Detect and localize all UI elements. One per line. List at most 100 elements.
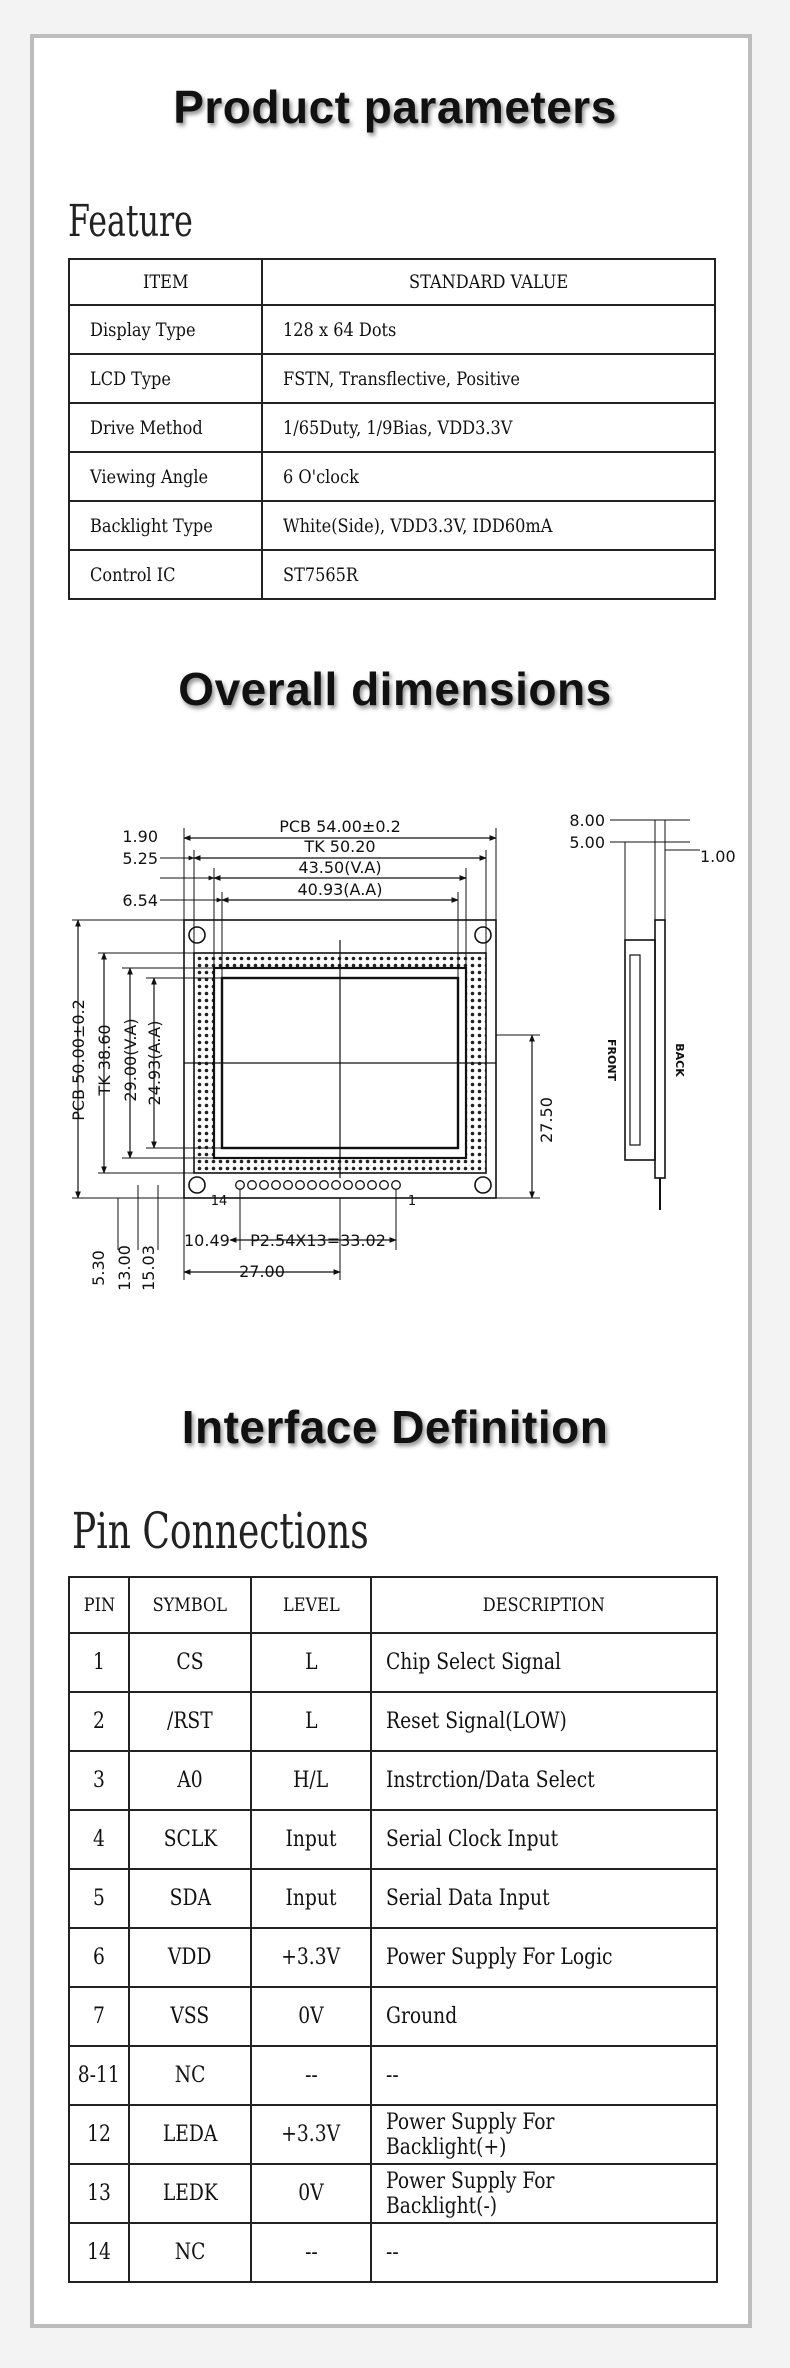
- pin-level: Input: [250, 1868, 372, 1929]
- pin-level: H/L: [250, 1750, 372, 1811]
- interface-definition-heading: Interface Definition: [181, 1401, 609, 1453]
- feature-item: Control IC: [68, 549, 263, 600]
- pin-number: 5: [68, 1868, 130, 1929]
- pin-number: 13: [68, 2163, 130, 2224]
- dim-5-30: 5.30: [89, 1250, 108, 1286]
- dim-va-height: 29.00(V.A): [121, 1018, 140, 1101]
- dimension-drawing: PCB 54.00±0.2 TK 50.20 43.50(V.A) 40.93(…: [69, 811, 736, 1291]
- pin-level: --: [250, 2222, 372, 2283]
- dim-27-50: 27.50: [537, 1097, 556, 1143]
- table-row: Control IC ST7565R: [68, 549, 716, 600]
- side-view-pcb: [654, 919, 666, 1179]
- side-view-module: [624, 939, 656, 1161]
- feature-item: Backlight Type: [68, 500, 263, 551]
- pin-number: 12: [68, 2104, 130, 2165]
- pin-symbol: LEDK: [128, 2163, 252, 2224]
- pin-description: Reset Signal(LOW): [370, 1691, 718, 1752]
- feature-value: FSTN, Transflective, Positive: [261, 353, 716, 404]
- product-parameters-heading: Product parameters: [173, 81, 617, 133]
- pin-description: Serial Data Input: [370, 1868, 718, 1929]
- pin-number: 1: [68, 1632, 130, 1693]
- pin-level: L: [250, 1632, 372, 1693]
- pin-level: 0V: [250, 2163, 372, 2224]
- dim-tk-width: TK 50.20: [303, 837, 375, 856]
- pin-number: 6: [68, 1927, 130, 1988]
- dim-pitch: P2.54X13=33.02: [250, 1231, 386, 1250]
- pin-number: 14: [68, 2222, 130, 2283]
- pin-symbol: SDA: [128, 1868, 252, 1929]
- feature-item: Display Type: [68, 304, 263, 355]
- dim-va-width: 43.50(V.A): [298, 858, 381, 877]
- pin-connections-title: Pin Connections: [72, 1502, 369, 1560]
- pin-header-symbol: SYMBOL: [128, 1576, 252, 1634]
- pin-description: Instrction/Data Select: [370, 1750, 718, 1811]
- pin-header-description: DESCRIPTION: [370, 1576, 718, 1634]
- feature-item: Drive Method: [68, 402, 263, 453]
- pin-symbol: VDD: [128, 1927, 252, 1988]
- pin-level: Input: [250, 1809, 372, 1870]
- feature-item: Viewing Angle: [68, 451, 263, 502]
- mount-hole-icon: [188, 1176, 206, 1194]
- dim-aa-width: 40.93(A.A): [298, 880, 383, 899]
- feature-value: 128 x 64 Dots: [261, 304, 716, 355]
- dim-15-03: 15.03: [139, 1245, 158, 1291]
- pin-level: 0V: [250, 1986, 372, 2047]
- pin-number: 8-11: [68, 2045, 130, 2106]
- dim-tk-height: TK 38.60: [95, 1024, 114, 1096]
- table-row: 5 SDA Input Serial Data Input: [68, 1868, 718, 1929]
- pin-table: PIN SYMBOL LEVEL DESCRIPTION 1 CS L Chip…: [68, 1576, 718, 2283]
- dim-13-00: 13.00: [115, 1245, 134, 1291]
- pin-number: 7: [68, 1986, 130, 2047]
- pin-description: Power Supply For Logic: [370, 1927, 718, 1988]
- pin-level: +3.3V: [250, 1927, 372, 1988]
- pin-symbol: NC: [128, 2045, 252, 2106]
- table-row: 1 CS L Chip Select Signal: [68, 1632, 718, 1693]
- pin-1-label: 1: [408, 1194, 416, 1209]
- feature-value: 1/65Duty, 1/9Bias, VDD3.3V: [261, 402, 716, 453]
- front-label: FRONT: [605, 1039, 618, 1082]
- pin-description: Serial Clock Input: [370, 1809, 718, 1870]
- dim-8-00: 8.00: [569, 811, 605, 830]
- feature-value: White(Side), VDD3.3V, IDD60mA: [261, 500, 716, 551]
- dim-1-90: 1.90: [122, 827, 158, 846]
- pin-description: --: [370, 2222, 718, 2283]
- pin-description: Power Supply For Backlight(-): [370, 2163, 718, 2224]
- table-row: LCD Type FSTN, Transflective, Positive: [68, 353, 716, 404]
- overall-dimensions-heading: Overall dimensions: [178, 663, 612, 715]
- dim-5-00: 5.00: [569, 833, 605, 852]
- pin-symbol: CS: [128, 1632, 252, 1693]
- pin-number: 4: [68, 1809, 130, 1870]
- dim-1-00: 1.00: [700, 847, 736, 866]
- pin-description: Ground: [370, 1986, 718, 2047]
- table-row: Backlight Type White(Side), VDD3.3V, IDD…: [68, 500, 716, 551]
- table-row: 6 VDD +3.3V Power Supply For Logic: [68, 1927, 718, 1988]
- mount-hole-icon: [188, 926, 206, 944]
- table-row: Viewing Angle 6 O'clock: [68, 451, 716, 502]
- pin-header-row: PIN SYMBOL LEVEL DESCRIPTION: [68, 1576, 718, 1634]
- dim-27-00: 27.00: [239, 1262, 285, 1281]
- table-row: 4 SCLK Input Serial Clock Input: [68, 1809, 718, 1870]
- dim-pcb-height: PCB 50.00±0.2: [69, 999, 88, 1121]
- pin-level: --: [250, 2045, 372, 2106]
- pin-header-level: LEVEL: [250, 1576, 372, 1634]
- dim-6-54: 6.54: [122, 891, 158, 910]
- pin-description: --: [370, 2045, 718, 2106]
- feature-header-value: STANDARD VALUE: [261, 258, 716, 306]
- table-row: Drive Method 1/65Duty, 1/9Bias, VDD3.3V: [68, 402, 716, 453]
- pin-description: Power Supply For Backlight(+): [370, 2104, 718, 2165]
- pin-number: 3: [68, 1750, 130, 1811]
- pin-description: Chip Select Signal: [370, 1632, 718, 1693]
- pin-symbol: SCLK: [128, 1809, 252, 1870]
- feature-header-item: ITEM: [68, 258, 263, 306]
- table-row: Display Type 128 x 64 Dots: [68, 304, 716, 355]
- feature-value: ST7565R: [261, 549, 716, 600]
- back-label: BACK: [673, 1043, 686, 1077]
- mount-hole-icon: [474, 1176, 492, 1194]
- pin-symbol: NC: [128, 2222, 252, 2283]
- mount-hole-icon: [474, 926, 492, 944]
- pin-symbol: /RST: [128, 1691, 252, 1752]
- table-row: 12 LEDA +3.3V Power Supply For Backlight…: [68, 2104, 718, 2165]
- dim-aa-height: 24.93(A.A): [145, 1021, 164, 1106]
- feature-table: ITEM STANDARD VALUE Display Type 128 x 6…: [68, 258, 716, 600]
- dim-pcb-width: PCB 54.00±0.2: [279, 817, 401, 836]
